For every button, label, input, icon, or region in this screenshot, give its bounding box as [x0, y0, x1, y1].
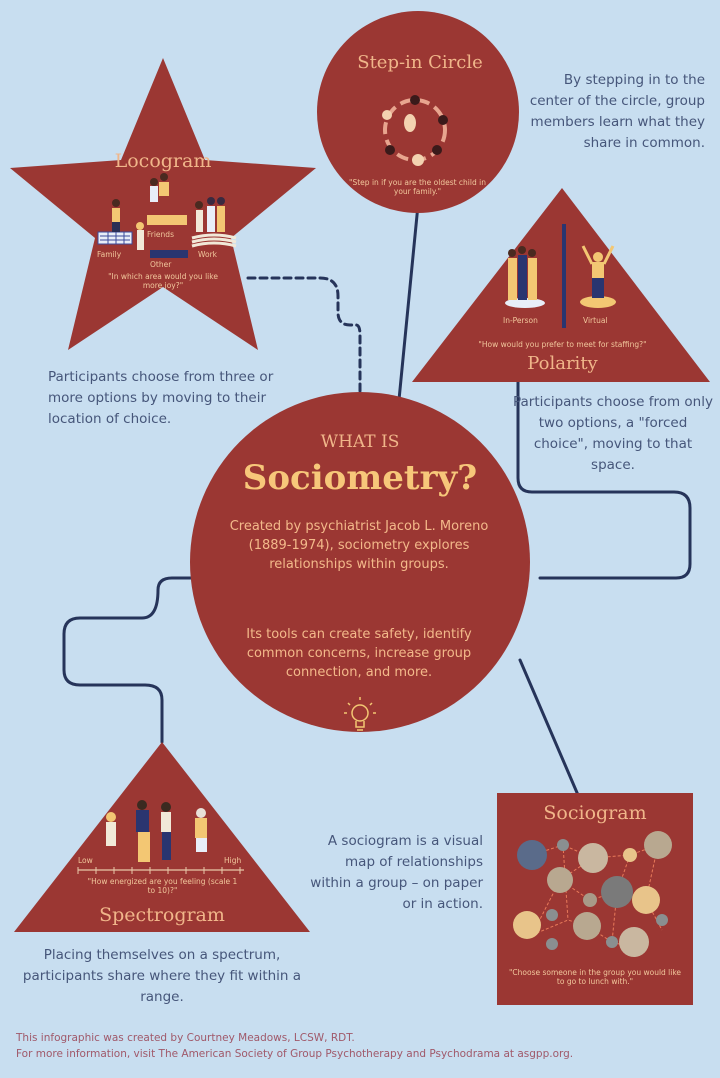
spectrogram-scale-high: High — [224, 856, 242, 865]
center-paragraph-2: Its tools can create safety, identify co… — [246, 627, 472, 680]
polarity-connector — [516, 380, 692, 580]
people-circle-illustration — [382, 95, 448, 166]
locogram-question: "In which area would you like more joy?" — [108, 272, 218, 291]
locogram-label-work: Work — [198, 250, 217, 259]
step-in-circle-question: "Step in if you are the oldest child in … — [349, 178, 486, 197]
center-title: Sociometry? — [242, 458, 478, 498]
spectrogram-scale-low: Low — [78, 856, 93, 865]
step-in-circle-title: Step-in Circle — [357, 52, 483, 73]
lightbulb-icon — [344, 697, 376, 731]
step-in-connector — [396, 203, 420, 412]
polarity-illustration — [505, 224, 616, 328]
polarity-question: "How would you prefer to meet for staffi… — [478, 340, 647, 349]
sociogram-description: A sociogram is a visual map of relations… — [310, 833, 483, 912]
footer-credit: This infographic was created by Courtney… — [16, 1032, 355, 1044]
step-in-circle-shape — [317, 11, 519, 213]
locogram-star — [10, 58, 316, 350]
locogram-title: Locogram — [114, 150, 212, 172]
locogram-connector — [246, 276, 362, 397]
sociogram-connector — [518, 658, 580, 797]
locogram-label-other: Other — [150, 260, 172, 269]
locogram-label-friends: Friends — [147, 230, 174, 239]
locogram-illustration — [97, 173, 237, 258]
sociogram-title: Sociogram — [543, 802, 647, 824]
locogram-label-family: Family — [97, 250, 122, 259]
center-kicker: WHAT IS — [320, 432, 400, 452]
footer-more-info: For more information, visit The American… — [16, 1048, 574, 1060]
polarity-triangle — [412, 188, 710, 382]
center-circle — [190, 392, 530, 732]
sociogram-question: "Choose someone in the group you would l… — [508, 968, 682, 987]
center-paragraph-1: Created by psychiatrist Jacob L. Moreno … — [229, 519, 489, 572]
polarity-label-virtual: Virtual — [583, 316, 608, 325]
locogram-description: Participants choose from three or more o… — [48, 369, 274, 427]
polarity-title: Polarity — [527, 353, 598, 374]
step-in-circle-description: By stepping in to the center of the circ… — [529, 72, 705, 151]
spectrogram-title: Spectrogram — [99, 904, 225, 926]
sociogram-network — [513, 831, 672, 957]
spectrogram-connector — [62, 576, 212, 744]
polarity-description: Participants choose from only two option… — [513, 394, 713, 473]
spectrogram-description: Placing themselves on a spectrum, partic… — [22, 947, 302, 1005]
polarity-label-in-person: In-Person — [503, 316, 538, 325]
spectrogram-illustration — [77, 800, 244, 874]
spectrogram-question: "How energized are you feeling (scale 1 … — [87, 877, 238, 896]
